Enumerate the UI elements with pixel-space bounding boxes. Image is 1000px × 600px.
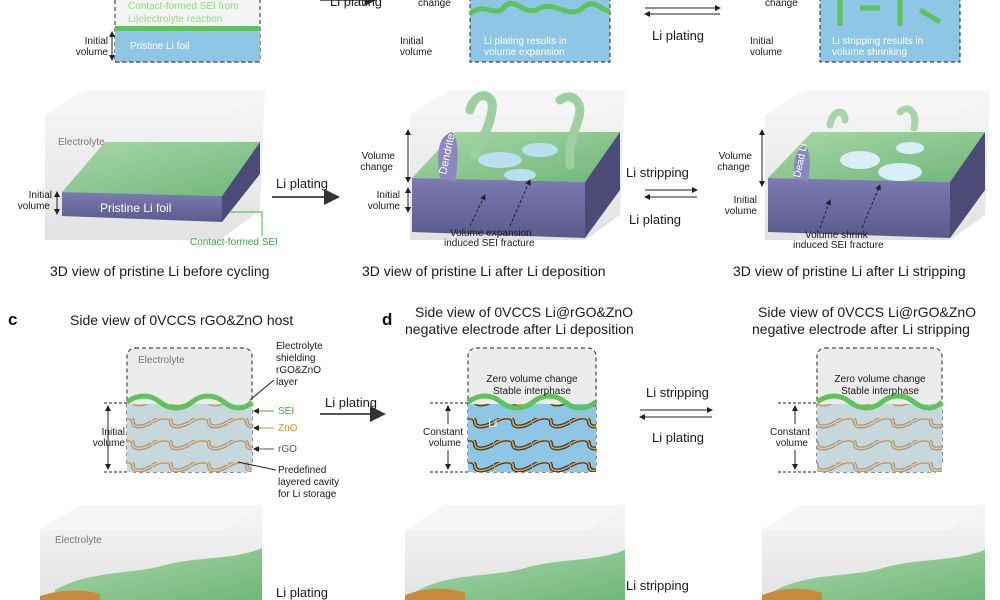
initial-volume-3d-c: Initial: [734, 195, 757, 206]
li-label: Li: [488, 416, 497, 430]
panel-d-title-1b: negative electrode after Li deposition: [405, 321, 634, 337]
shielding-label-2: shielding: [276, 353, 315, 364]
stable-interphase-label-1: Stable interphase: [493, 386, 571, 397]
initial-volume-3d: Initial: [29, 190, 52, 201]
zno-legend: ZnO: [278, 423, 298, 434]
shielding-label-1: Electrolyte: [276, 341, 323, 352]
host-initial-volume: Initial: [102, 427, 125, 438]
arrow-plating-a2: Li plating: [652, 28, 704, 43]
side-view-after-plating: [468, 0, 612, 63]
arrow-plating-d: Li plating: [652, 430, 704, 445]
panel-letter-c: c: [8, 310, 17, 329]
initial-volume-3d-2: volume: [18, 201, 51, 212]
volume-shrink-label: Volume shrink: [805, 230, 869, 241]
stable-interphase-label-2: Stable interphase: [841, 386, 919, 397]
electrode-after-stripping: [815, 347, 944, 473]
shielding-label-3: rGO&ZnO: [276, 365, 321, 376]
electrolyte-label: Electrolyte: [58, 137, 105, 148]
volume-shrink-label-2: induced SEI fracture: [793, 240, 884, 251]
initial-volume-3d-b: Initial: [377, 190, 400, 201]
contact-sei-label: Contact-formed SEI: [190, 237, 278, 248]
constant-volume-2b: volume: [776, 438, 809, 449]
host-initial-volume-2: volume: [93, 438, 126, 449]
panel-letter-d: d: [382, 310, 392, 329]
stripping-shrink-label-2: volume shrinking: [832, 47, 907, 58]
caption-stripping: 3D view of pristine Li after Li strippin…: [733, 263, 966, 279]
host-side-view: [125, 347, 254, 473]
panel-d-title-1a: Side view of 0VCCS Li@rGO&ZnO: [415, 304, 633, 320]
cavity-label-3: for Li storage: [278, 489, 337, 500]
panel-c-title: Side view of 0VCCS rGO&ZnO host: [70, 312, 293, 328]
caption-pristine: 3D view of pristine Li before cycling: [50, 263, 269, 279]
volume-change-3d: Volume: [362, 151, 396, 162]
side-view-after-stripping: [819, 0, 961, 63]
arrow-stripping-3d: Li stripping: [626, 165, 689, 180]
volume-change-3d-c: Volume: [719, 151, 753, 162]
electrode-after-deposition: [466, 347, 598, 473]
initial-volume-label: Initial: [85, 36, 108, 47]
volume-change-label-c: change: [765, 0, 798, 9]
3d-pristine-li: [45, 90, 265, 240]
3d-stripping-bottom: [762, 505, 985, 600]
panel-d-title-2b: negative electrode after Li stripping: [752, 321, 970, 337]
stripping-shrink-label: Li stripping results in: [832, 36, 923, 47]
volume-change-3d-2: change: [360, 162, 393, 173]
sei-label-2: Li|electrolyte reaction: [128, 14, 222, 25]
initial-volume-label-b2: volume: [400, 47, 433, 58]
foil-label-3d: Pristine Li foil: [100, 201, 171, 215]
bottom-electrolyte-label: Electrolyte: [55, 535, 102, 546]
initial-volume-label-2: volume: [76, 47, 109, 58]
initial-volume-label-b: Initial: [400, 36, 423, 47]
bottom-arrow-plating: Li plating: [276, 585, 328, 600]
host-electrolyte-label: Electrolyte: [138, 355, 185, 366]
initial-volume-label-c: Initial: [750, 36, 773, 47]
zero-volume-label-2: Zero volume change: [834, 374, 926, 385]
side-view-pristine: [114, 0, 261, 63]
initial-volume-3d-b2: volume: [368, 201, 401, 212]
sei-legend: SEI: [278, 406, 294, 417]
arrow-plating-3d-label: Li plating: [276, 176, 328, 191]
arrow-plating-c-label: Li plating: [325, 395, 377, 410]
3d-after-deposition: [410, 90, 625, 240]
rgo-legend: rGO: [278, 444, 297, 455]
constant-volume-2: Constant: [770, 427, 810, 438]
3d-deposition-bottom: [405, 505, 625, 600]
constant-volume-1b: volume: [429, 438, 462, 449]
3d-host-bottom: [40, 505, 262, 600]
cavity-label-2: layered cavity: [278, 477, 339, 488]
constant-volume-1: Constant: [423, 427, 463, 438]
initial-volume-3d-c2: volume: [725, 206, 758, 217]
plating-expansion-label: Li plating results in: [484, 36, 567, 47]
arrow-plating-3d-2: Li plating: [629, 212, 681, 227]
bottom-arrow-stripping: Li stripping: [626, 578, 689, 593]
arrow-stripping-d: Li stripping: [646, 385, 709, 400]
volume-expansion-label: Volume expansion: [450, 228, 532, 239]
zero-volume-label-1: Zero volume change: [486, 374, 578, 385]
volume-change-label: change: [418, 0, 451, 9]
plating-expansion-label-2: volume expansion: [484, 47, 565, 58]
panel-d-title-2a: Side view of 0VCCS Li@rGO&ZnO: [758, 304, 976, 320]
initial-volume-label-c2: volume: [750, 47, 783, 58]
cavity-label-1: Predefined: [278, 465, 326, 476]
foil-label: Pristine Li foil: [130, 41, 189, 52]
shielding-label-4: layer: [276, 377, 298, 388]
sei-label: Contact-formed SEI from: [128, 1, 239, 12]
3d-after-stripping: [765, 90, 990, 240]
arrow-plating-top: Li plating: [330, 0, 382, 9]
volume-expansion-label-2: induced SEI fracture: [444, 238, 535, 249]
volume-change-3d-c2: change: [717, 162, 750, 173]
caption-deposition: 3D view of pristine Li after Li depositi…: [362, 263, 606, 279]
